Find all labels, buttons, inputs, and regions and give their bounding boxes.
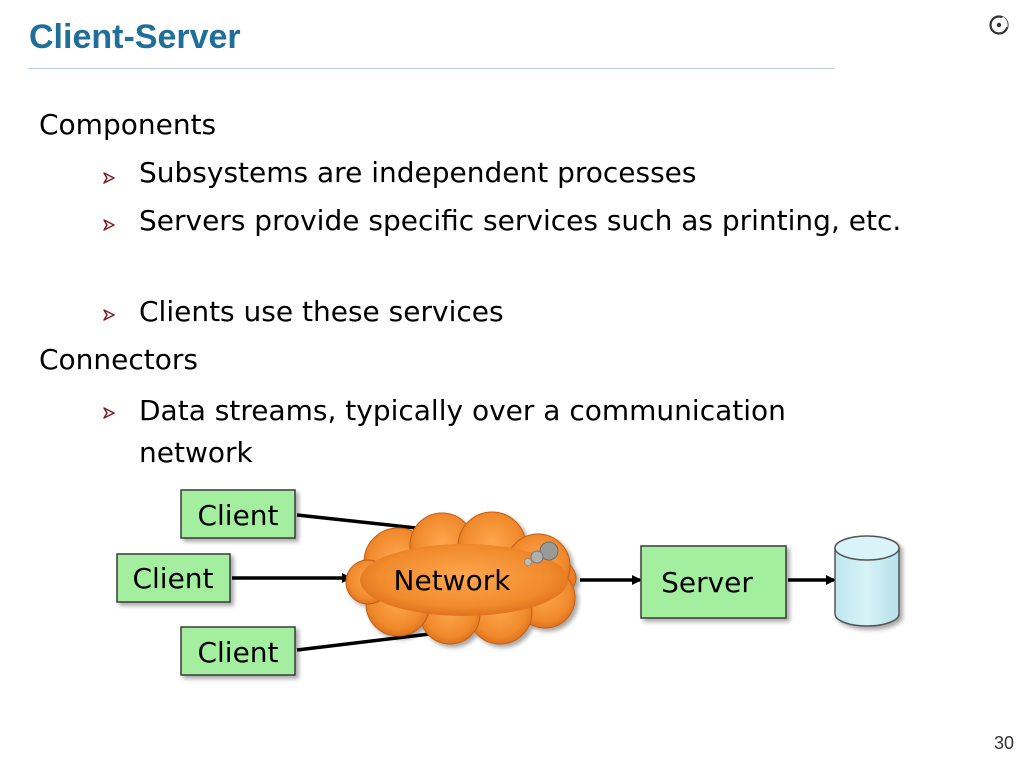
server-node (640, 545, 787, 619)
client-node-3 (180, 626, 296, 676)
server-label: Server (661, 566, 753, 599)
components-bullet-3: Clients use these services (139, 295, 504, 328)
components-heading: Components (39, 108, 217, 141)
title-divider (28, 68, 834, 69)
arrow-bullet-icon (103, 407, 115, 419)
arrow-bullet-icon (103, 219, 115, 231)
connectors-bullet-1: Data streams, typically over a communica… (139, 394, 786, 469)
client-node-2 (116, 553, 231, 603)
arrow-bullet-icon (103, 309, 115, 321)
page-number: 30 (993, 733, 1014, 753)
components-bullet-1: Subsystems are independent processes (139, 156, 697, 189)
client-label-3: Client (197, 636, 278, 669)
arrow-bullet-icon (103, 172, 115, 184)
database-cylinder-icon (834, 535, 900, 627)
client-label-1: Client (197, 499, 278, 532)
network-label: Network (394, 564, 512, 597)
client-label-2: Client (132, 562, 213, 595)
network-cloud (345, 511, 577, 645)
slide-title: Client-Server (29, 18, 241, 56)
client-node-1 (180, 489, 296, 539)
connectors-heading: Connectors (39, 343, 199, 376)
components-bullet-2: Servers provide specific services such a… (139, 204, 902, 237)
eth-logo-icon (989, 15, 1009, 35)
